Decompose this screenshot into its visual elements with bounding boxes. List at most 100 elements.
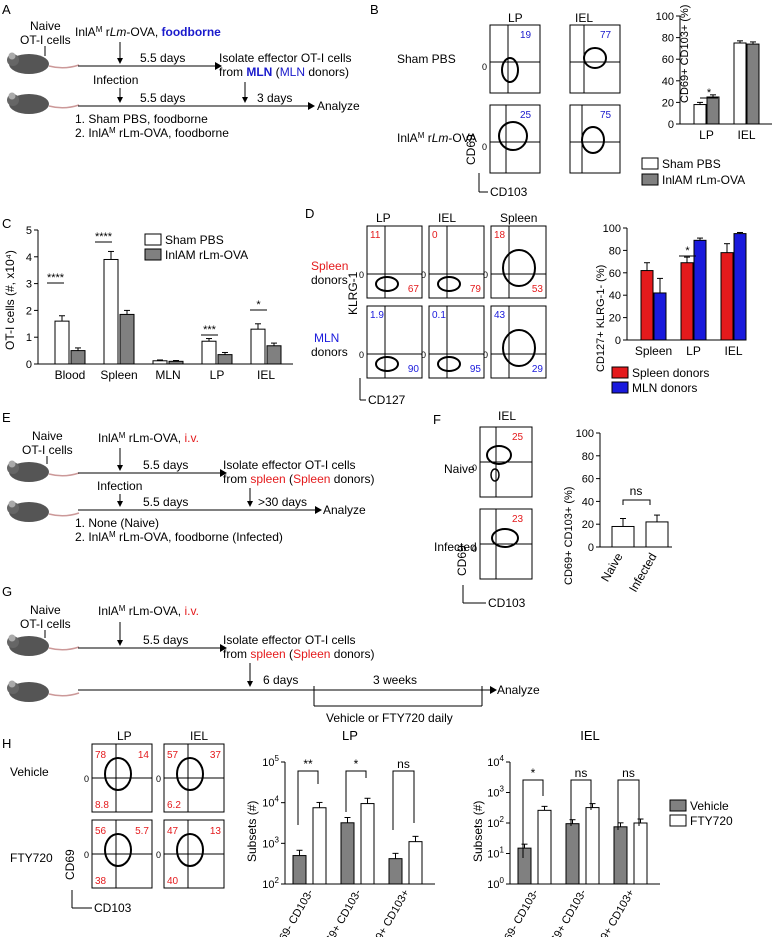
- panel-b-yaxis: CD69: [464, 134, 478, 165]
- bar: [680, 262, 694, 341]
- y-tick-label: 100: [603, 223, 621, 235]
- bar: [640, 270, 654, 341]
- sig-bracket: [297, 770, 319, 825]
- x-tick-label: CD69- CD103-: [269, 887, 316, 937]
- legend-label: Sham PBS: [662, 157, 721, 171]
- panel-g-days2: 6 days: [263, 673, 298, 687]
- y-tick-label: 60: [662, 54, 674, 66]
- x-tick-label: CD69+ CD103-: [541, 887, 589, 937]
- contour: [437, 276, 461, 292]
- y-axis-label: CD69+ CD103+ (%): [679, 5, 691, 103]
- panel-f-row1: Naive: [444, 462, 475, 476]
- y-axis-label: CD127+ KLRG-1- (%): [595, 265, 607, 372]
- quadrant-value: 77: [600, 30, 612, 41]
- sig-label: *: [707, 87, 712, 99]
- y-tick-label: 0: [615, 335, 621, 347]
- y-tick-label: 80: [609, 245, 621, 257]
- y-tick-label: 5: [26, 225, 32, 237]
- sig-label: ****: [47, 272, 65, 284]
- panel-d-row1a: Spleen: [311, 259, 348, 273]
- bar: [585, 807, 600, 885]
- panel-g: G Naive OT-I cells InlAM rLm-OVA, i.v. 5…: [2, 584, 540, 725]
- bar: [250, 328, 266, 365]
- panel-f-row2: Infected: [434, 540, 477, 554]
- sig-label: ns: [630, 484, 643, 498]
- y-tick-label: 40: [662, 76, 674, 88]
- bar: [266, 345, 282, 365]
- panel-g-letter: G: [2, 584, 12, 599]
- flow-plot: [366, 305, 423, 379]
- contour: [176, 757, 204, 791]
- flow-plot: [490, 225, 547, 299]
- panel-f-letter: F: [433, 412, 441, 427]
- panel-a-inoc: InlAM rLm-OVA, foodborne: [75, 25, 221, 39]
- quadrant-value: 14: [138, 750, 150, 761]
- y-axis-label: Subsets (#): [471, 801, 485, 862]
- y-tick-label: 0: [668, 119, 674, 131]
- mouse-icon: [7, 460, 80, 482]
- contour: [502, 249, 536, 287]
- legend-label: Vehicle: [690, 799, 729, 813]
- panel-a-naive: Naive: [30, 19, 61, 33]
- panel-d-col-lp: LP: [376, 211, 391, 225]
- panel-e-days3: >30 days: [258, 495, 307, 509]
- legend-swatch: [611, 366, 629, 379]
- panel-b-col-lp: LP: [508, 11, 523, 25]
- y-tick-label: 20: [582, 519, 594, 531]
- panel-a-isolate: Isolate effector OT-I cells: [219, 51, 352, 65]
- legend-swatch: [641, 173, 659, 186]
- mouse-icon: [7, 634, 80, 656]
- y-tick-label: 2: [26, 305, 32, 317]
- y-tick-label: 105: [262, 754, 279, 769]
- sig-label: ns: [397, 757, 410, 771]
- quadrant-value: 5.7: [135, 826, 149, 837]
- tick-zero: 0: [421, 270, 426, 280]
- y-tick-label: 104: [487, 754, 504, 769]
- quadrant-value: 23: [512, 514, 524, 525]
- legend-label: Spleen donors: [632, 366, 709, 380]
- panel-d-row2b: donors: [311, 345, 348, 359]
- panel-b-row1: Sham PBS: [397, 52, 456, 66]
- y-tick-label: 0: [26, 359, 32, 371]
- panel-c-letter: C: [2, 216, 11, 231]
- panel-a-otcells: OT-I cells: [20, 33, 71, 47]
- panel-e-cond2: 2. InlAM rLm-OVA, foodborne (Infected): [75, 530, 283, 544]
- quadrant-value: 13: [210, 826, 222, 837]
- bar: [292, 855, 307, 885]
- panel-e-days2: 5.5 days: [143, 495, 188, 509]
- panel-b-letter: B: [370, 2, 379, 17]
- y-tick-label: 80: [582, 451, 594, 463]
- bar: [152, 360, 168, 365]
- legend-swatch: [669, 799, 687, 812]
- chart-title: LP: [342, 728, 358, 743]
- bar: [733, 233, 747, 341]
- sig-label: **: [303, 757, 313, 771]
- y-tick-label: 20: [609, 313, 621, 325]
- x-tick-label: Naive: [598, 550, 626, 584]
- quadrant-value: 90: [408, 364, 420, 375]
- tick-zero: 0: [84, 850, 89, 860]
- panel-b-col-iel: IEL: [575, 11, 593, 25]
- contour: [581, 126, 605, 154]
- tick-zero: 0: [482, 142, 487, 152]
- legend-swatch: [144, 233, 162, 246]
- panel-a-cond1: 1. Sham PBS, foodborne: [75, 112, 208, 126]
- y-tick-label: 103: [262, 835, 279, 850]
- quadrant-value: 0: [432, 230, 438, 241]
- y-axis-label: Subsets (#): [245, 801, 259, 862]
- bar: [340, 822, 355, 885]
- bar: [565, 823, 580, 885]
- contour: [491, 528, 519, 548]
- panel-h-row2: FTY720: [10, 851, 53, 865]
- quadrant-value: 29: [532, 364, 544, 375]
- panel-b-row2: InlAM rLm-OVA: [397, 131, 477, 145]
- contour: [375, 356, 399, 372]
- panel-a-letter: A: [2, 2, 11, 17]
- panel-g-days1: 5.5 days: [143, 633, 188, 647]
- contour: [498, 121, 528, 151]
- quadrant-value: 75: [600, 110, 612, 121]
- panel-d-col-spleen: Spleen: [500, 211, 537, 225]
